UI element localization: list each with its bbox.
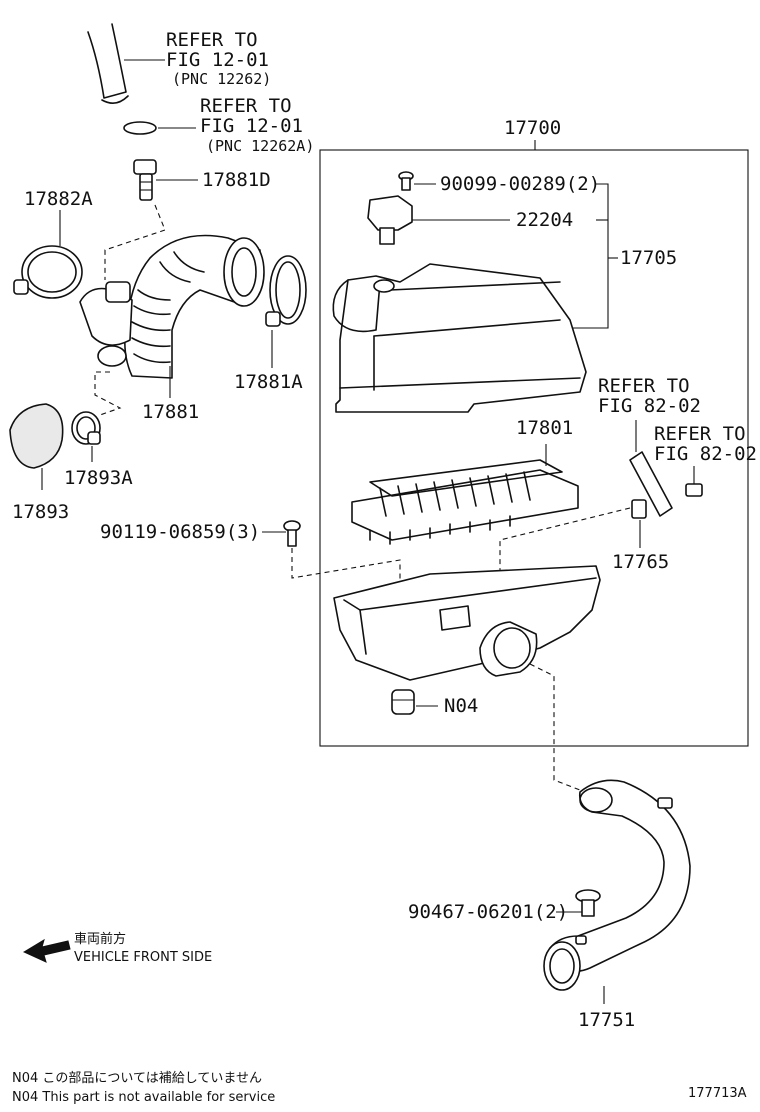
label-17893a: 17893A xyxy=(64,467,133,489)
label-refer-12262-line3: (PNC 12262) xyxy=(172,70,271,88)
intake-pipe-17751 xyxy=(543,779,691,1004)
label-17801: 17801 xyxy=(516,417,573,439)
footnote-jp: N04 この部品については補給していません xyxy=(12,1071,262,1086)
screw-90099 xyxy=(398,171,436,191)
assembly-frame-17700 xyxy=(319,149,749,747)
dash-17881d xyxy=(104,204,166,280)
label-refer-12262-line2: FIG 12-01 xyxy=(166,49,269,71)
dash-17751 xyxy=(529,663,581,791)
clip-90467 xyxy=(556,889,601,945)
label-17882a: 17882A xyxy=(24,188,93,210)
label-refer-82-02-a-line1: REFER TO xyxy=(598,375,690,397)
cleaner-case-upper xyxy=(332,263,587,413)
clip-17765 xyxy=(631,499,647,548)
clamp-17882a xyxy=(13,210,83,299)
label-22204: 22204 xyxy=(516,209,573,231)
label-17881d: 17881D xyxy=(202,169,271,191)
label-90467-06201: 90467-06201(2) xyxy=(408,901,568,923)
label-17893: 17893 xyxy=(12,501,69,523)
direction-label-jp: 車両前方 xyxy=(74,931,126,947)
grommet-n04 xyxy=(391,689,438,715)
label-90099-00289: 90099-00289(2) xyxy=(440,173,600,195)
figure-id: 177713A xyxy=(688,1086,747,1101)
vehicle-front-arrow-icon xyxy=(22,938,71,963)
label-17700: 17700 xyxy=(504,117,561,139)
footnote-en: N04 This part is not available for servi… xyxy=(12,1090,275,1105)
cleaner-case-lower xyxy=(333,565,601,681)
label-refer-12262-line1: REFER TO xyxy=(166,29,258,51)
label-17881: 17881 xyxy=(142,401,199,423)
direction-label-en: VEHICLE FRONT SIDE xyxy=(74,950,212,965)
label-refer-82-02-b-line1: REFER TO xyxy=(654,423,746,445)
grommet-ref-12262a xyxy=(123,121,196,135)
label-17751: 17751 xyxy=(578,1009,635,1031)
label-n04: N04 xyxy=(444,695,478,717)
label-refer-12262a-line2: FIG 12-01 xyxy=(200,115,303,137)
clamp-17881a xyxy=(265,255,307,368)
filter-element-17801 xyxy=(351,444,579,545)
label-17881a: 17881A xyxy=(234,371,303,393)
hose-ref-12262 xyxy=(87,23,165,104)
dash-90119 xyxy=(291,548,401,590)
label-refer-82-02-a-line2: FIG 82-02 xyxy=(598,395,701,417)
bolt-90119 xyxy=(262,520,301,547)
duct-17893 xyxy=(9,403,64,490)
bolt-ref-82-02 xyxy=(685,466,703,497)
bracket-ref-82-02 xyxy=(629,420,673,517)
bracket-17705 xyxy=(560,183,609,329)
sensor-22204 xyxy=(367,195,510,245)
dash-17881 xyxy=(94,371,122,416)
label-refer-82-02-b-line2: FIG 82-02 xyxy=(654,443,757,465)
label-17765: 17765 xyxy=(612,551,669,573)
dash-17765 xyxy=(499,507,631,570)
label-refer-12262a-line1: REFER TO xyxy=(200,95,292,117)
label-refer-12262a-line3: (PNC 12262A) xyxy=(206,137,314,155)
label-90119-06859: 90119-06859(3) xyxy=(100,521,260,543)
label-17705: 17705 xyxy=(620,247,677,269)
clamp-17893a xyxy=(71,411,101,462)
intake-hose-17881 xyxy=(79,234,265,398)
union-17881d xyxy=(133,159,198,201)
